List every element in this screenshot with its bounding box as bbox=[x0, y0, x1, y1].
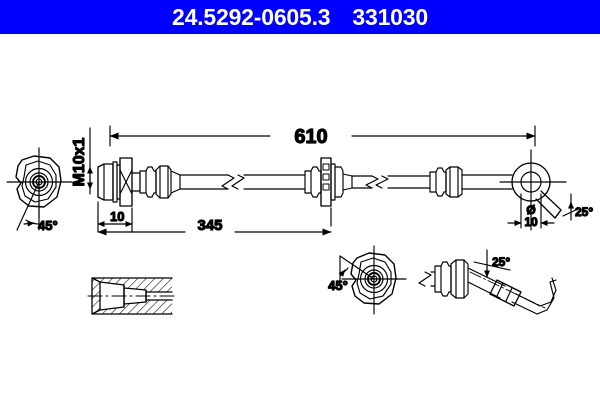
right-banjo-eye: 25° bbox=[499, 149, 594, 231]
part-number: 24.5292-0605.3 bbox=[172, 3, 331, 30]
overall-length-dimension: 610 bbox=[109, 125, 536, 149]
technical-drawing-canvas: 45° 610 bbox=[0, 34, 600, 400]
mid-crimp-fitting bbox=[304, 157, 353, 207]
section-detail-view bbox=[87, 277, 179, 315]
thread-label: M10x1 bbox=[71, 137, 88, 186]
thread-callout: M10x1 bbox=[70, 127, 93, 195]
hose-body bbox=[179, 174, 306, 190]
eye-diameter-dimension: Ø 10 bbox=[507, 193, 555, 230]
drawing-svg: 45° 610 bbox=[6, 125, 594, 315]
title-bar: 24.5292-0605.3 331030 bbox=[0, 0, 600, 34]
right-angle-label: 25° bbox=[575, 205, 593, 219]
right-bent-fitting-detail: 25° bbox=[418, 249, 557, 315]
overall-length-label: 610 bbox=[294, 126, 327, 148]
left-angle-label: 45° bbox=[38, 218, 58, 233]
diameter-symbol: Ø bbox=[526, 203, 535, 217]
hose-body-second bbox=[351, 175, 431, 189]
right-crimp-fitting bbox=[429, 166, 513, 198]
intermediate-length-label: 345 bbox=[197, 217, 222, 234]
title-text: 24.5292-0605.3 331030 bbox=[172, 3, 428, 30]
length-dimension-chain: 10 345 bbox=[97, 201, 332, 236]
left-banjo-end-view: 45° bbox=[6, 147, 73, 234]
left-end-fitting bbox=[97, 157, 181, 207]
reference-number: 331030 bbox=[352, 3, 428, 30]
detail-angle-label: 25° bbox=[492, 255, 510, 269]
mid-banjo-end-view: 45° bbox=[328, 245, 407, 315]
diameter-value: 10 bbox=[524, 215, 538, 229]
end-length-label: 10 bbox=[110, 209, 124, 224]
mid-angle-label: 45° bbox=[328, 278, 348, 293]
